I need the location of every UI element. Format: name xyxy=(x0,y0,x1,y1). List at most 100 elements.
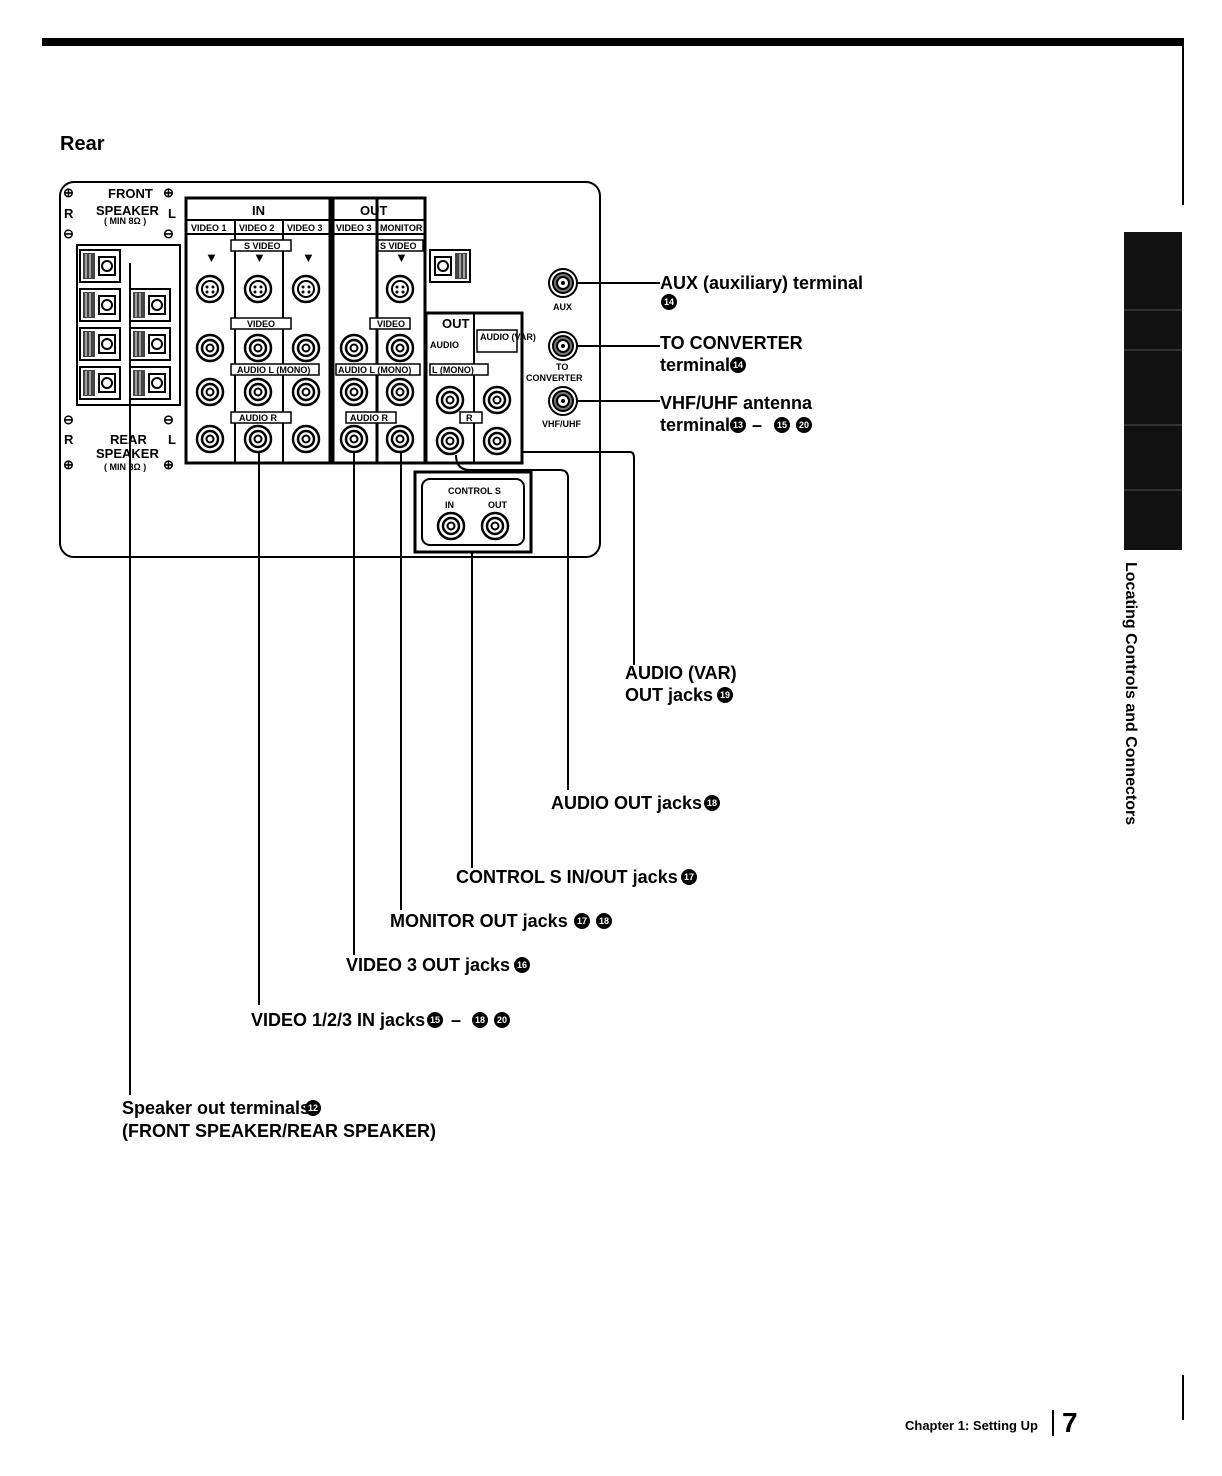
plus-front-left-icon: ⊕ xyxy=(63,185,74,200)
bullet-antenna-a-icon xyxy=(730,417,746,433)
bullet-video-in-a-num: 15 xyxy=(430,1015,440,1025)
bullet-aux-icon xyxy=(661,294,677,310)
callout-control-s: CONTROL S IN/OUT jacks xyxy=(456,867,678,887)
control-s-out: OUT xyxy=(488,500,508,510)
footer-page-number: 7 xyxy=(1062,1407,1078,1438)
bullet-audio-out-icon xyxy=(704,795,720,811)
side-tab: Locating Controls and Connectors xyxy=(1122,232,1182,825)
minus-rear-right-icon: ⊖ xyxy=(163,412,174,427)
bullet-monitor-a-icon xyxy=(574,913,590,929)
callout-audio-var-1: AUDIO (VAR) xyxy=(625,663,737,683)
aux-panel-label: AUX xyxy=(553,302,572,312)
video-out-block: OUT VIDEO 3 MONITOR S VIDEO ▼ VIDEO AUDI… xyxy=(331,196,427,465)
leader-lines xyxy=(129,263,660,1095)
speaker-terminals: ⊕ FRONT ⊕ R SPEAKER L ( MIN 8Ω ) ⊖ ⊖ ⊖ ⊖… xyxy=(63,185,471,472)
bullet-video-in-b-icon xyxy=(472,1012,488,1028)
bullet-audio-var-icon xyxy=(717,687,733,703)
in-svideo-label: S VIDEO xyxy=(244,241,281,251)
callout-speaker-2: (FRONT SPEAKER/REAR SPEAKER) xyxy=(122,1121,436,1141)
bullet-audio-var-num: 19 xyxy=(720,690,730,700)
bullet-antenna-b-icon xyxy=(774,417,790,433)
bullet-video-in-b-num: 18 xyxy=(475,1015,485,1025)
bullet-control-s-icon xyxy=(681,869,697,885)
front-speaker-impedance: ( MIN 8Ω ) xyxy=(104,216,146,226)
bullet-antenna-c-num: 20 xyxy=(799,420,809,430)
out-svideo-label: S VIDEO xyxy=(380,241,417,251)
footer-divider xyxy=(1052,1410,1054,1436)
plus-front-right-icon: ⊕ xyxy=(163,185,174,200)
rear-speaker-impedance: ( MIN 8Ω ) xyxy=(104,462,146,472)
bullet-converter-icon xyxy=(730,357,746,373)
rear-r-label: R xyxy=(64,432,74,447)
svg-text:▼: ▼ xyxy=(253,250,266,265)
bullet-aux-num: 14 xyxy=(664,297,674,307)
converter-panel-label-1: TO xyxy=(556,362,568,372)
minus-front-right-icon: ⊖ xyxy=(163,226,174,241)
bullet-video3-icon xyxy=(514,957,530,973)
video-in-block: IN VIDEO 1 VIDEO 2 VIDEO 3 S VIDEO ▼ ▼ ▼… xyxy=(184,196,332,465)
front-l-label: L xyxy=(168,206,176,221)
callout-speaker-1: Speaker out terminals xyxy=(122,1098,310,1118)
minus-front-left-icon: ⊖ xyxy=(63,226,74,241)
bullet-monitor-a-num: 17 xyxy=(577,916,587,926)
bullet-audio-out-num: 18 xyxy=(707,798,717,808)
callout-converter-2: terminal xyxy=(660,355,730,375)
control-s-title: CONTROL S xyxy=(448,486,501,496)
bullet-converter-num: 14 xyxy=(733,360,743,370)
bullet-monitor-b-num: 18 xyxy=(599,916,609,926)
out-audio-r-label: AUDIO R xyxy=(350,413,389,423)
bullet-video-in-c-num: 20 xyxy=(497,1015,507,1025)
out-col-monitor: MONITOR xyxy=(380,223,423,233)
svg-text:▼: ▼ xyxy=(395,250,408,265)
in-video-label: VIDEO xyxy=(247,319,275,329)
callout-audio-out: AUDIO OUT jacks xyxy=(551,793,702,813)
callout-video3-out: VIDEO 3 OUT jacks xyxy=(346,955,510,975)
callout-aux: AUX (auxiliary) terminal xyxy=(660,273,863,293)
audio-out-block: OUT AUDIO AUDIO (VAR) L (MONO) R xyxy=(424,311,536,465)
audio-out-header: OUT xyxy=(442,316,470,331)
front-speaker-line1: FRONT xyxy=(108,186,153,201)
out-audio-l-label: AUDIO L (MONO) xyxy=(338,365,411,375)
audio-out-label: AUDIO xyxy=(430,340,459,350)
out-video-label: VIDEO xyxy=(377,319,405,329)
in-header: IN xyxy=(252,203,265,218)
top-rule xyxy=(42,38,1184,46)
rear-speaker-line1: REAR xyxy=(110,432,147,447)
out-col-video3: VIDEO 3 xyxy=(336,223,372,233)
footer-chapter: Chapter 1: Setting Up xyxy=(905,1418,1038,1433)
rear-l-label: L xyxy=(168,432,176,447)
bullet-monitor-b-icon xyxy=(596,913,612,929)
plus-rear-left-icon: ⊕ xyxy=(63,457,74,472)
audio-var-label: AUDIO (VAR) xyxy=(480,332,536,342)
bullet-antenna-c-icon xyxy=(796,417,812,433)
plus-rear-right-icon: ⊕ xyxy=(163,457,174,472)
vhf-panel-label: VHF/UHF xyxy=(542,419,581,429)
coax-terminals: AUX TO CONVERTER VHF/UHF xyxy=(526,268,583,429)
control-s-block: CONTROL S IN OUT xyxy=(413,470,533,554)
audio-out-l-label: L (MONO) xyxy=(432,365,474,375)
control-s-in: IN xyxy=(445,500,454,510)
rear-speaker-line2: SPEAKER xyxy=(96,446,159,461)
bullet-antenna-b-num: 15 xyxy=(777,420,787,430)
converter-panel-label-2: CONVERTER xyxy=(526,373,583,383)
bullet-speaker-icon xyxy=(305,1100,321,1116)
audio-out-r-label: R xyxy=(466,413,473,423)
svg-text:–: – xyxy=(451,1010,461,1030)
svg-text:▼: ▼ xyxy=(302,250,315,265)
in-col-video1: VIDEO 1 xyxy=(191,223,227,233)
svg-text:–: – xyxy=(752,415,762,435)
callouts: AUX (auxiliary) terminal 14 TO CONVERTER… xyxy=(122,273,863,1141)
section-title: Rear xyxy=(60,133,105,155)
side-tab-label: Locating Controls and Connectors xyxy=(1122,562,1139,825)
bullet-video-in-a-icon xyxy=(427,1012,443,1028)
in-audio-l-label: AUDIO L (MONO) xyxy=(237,365,310,375)
in-audio-r-label: AUDIO R xyxy=(239,413,278,423)
in-col-video2: VIDEO 2 xyxy=(239,223,275,233)
bullet-control-s-num: 17 xyxy=(684,872,694,882)
bullet-video3-num: 16 xyxy=(517,960,527,970)
bullet-speaker-num: 12 xyxy=(308,1103,318,1113)
front-r-label: R xyxy=(64,206,74,221)
in-col-video3: VIDEO 3 xyxy=(287,223,323,233)
out-header: OUT xyxy=(360,203,388,218)
